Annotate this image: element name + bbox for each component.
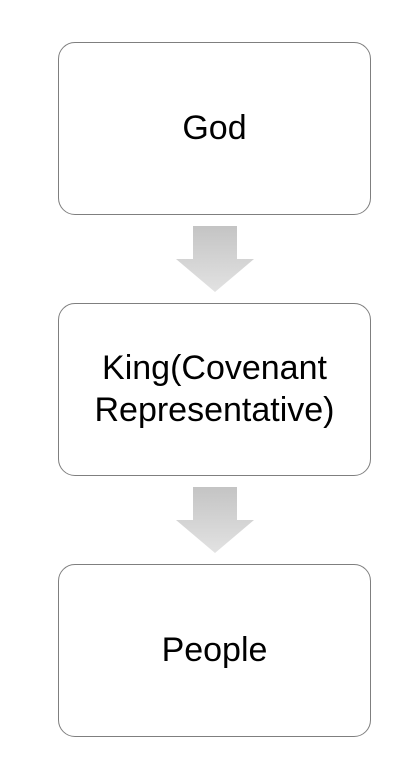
node-people: People [58,564,371,737]
down-arrow-icon [176,487,254,553]
node-king: King(Covenant Representative) [58,303,371,476]
node-label: People [161,630,268,669]
down-arrow-icon [176,226,254,292]
node-label: King(Covenant Representative) [94,349,335,429]
node-god: God [58,42,371,215]
node-label: God [182,108,247,147]
